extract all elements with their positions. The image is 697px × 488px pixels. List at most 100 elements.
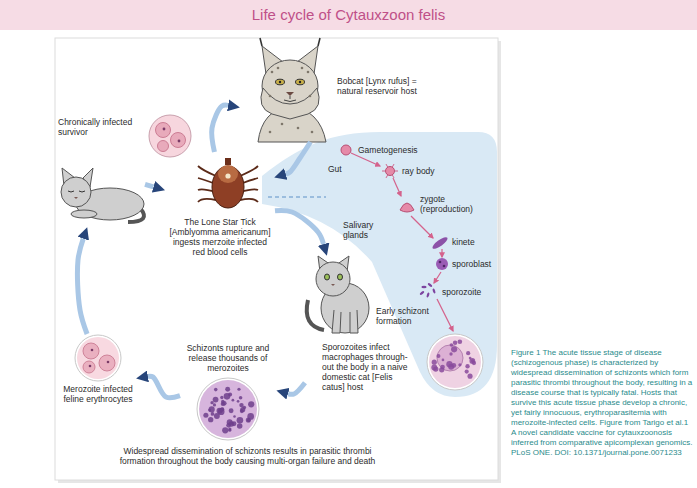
micrograph-ground: [429, 336, 481, 388]
micrograph-ground: [199, 380, 257, 438]
sporozoite-cell: [426, 292, 430, 298]
bobcat-nose: [286, 92, 294, 96]
tick-body: [212, 166, 244, 208]
ray: [386, 175, 388, 178]
stain-dot: [228, 427, 231, 430]
tick-mouthparts: [225, 158, 231, 165]
stain-dot: [247, 419, 251, 423]
figure-title: Life cycle of Cytauxzoon felis: [0, 6, 697, 24]
stain-dot: [449, 352, 452, 355]
cycle-arrow: [275, 211, 324, 245]
stain-dot: [239, 403, 243, 407]
tick-leg: [198, 166, 216, 176]
ingested-blood-inset: [149, 115, 191, 157]
stage-label: Bobcat [Lynx rufus] = natural reservoir …: [337, 76, 442, 96]
sporozoite-cell: [432, 288, 436, 294]
tick-development-fan: [262, 132, 497, 397]
stage-label: kinete: [452, 237, 475, 247]
stain-dot: [210, 401, 213, 404]
stain-dot: [433, 366, 438, 371]
host-cell: [437, 345, 463, 371]
stain-dot: [469, 357, 472, 360]
cycle-arrow: [286, 142, 311, 174]
stage-arrow: [411, 216, 433, 238]
tick-leg: [240, 199, 258, 202]
gametocyte: [341, 145, 351, 155]
cycle-arrow: [288, 383, 305, 395]
zygote-cell: [400, 203, 414, 212]
cat-nose: [74, 197, 78, 199]
stain-dot: [222, 427, 228, 433]
stain-dot: [451, 346, 457, 352]
stain-dot: [203, 413, 208, 418]
micrograph-rim: [197, 378, 259, 440]
gut-link: [268, 196, 326, 198]
stain-dot: [442, 359, 445, 362]
sporoblast-dot: [439, 261, 442, 264]
ray: [392, 175, 394, 178]
stage-label: Sporozoites infect macrophages through- …: [322, 342, 415, 392]
tick-leg: [198, 199, 216, 202]
ray: [382, 171, 386, 172]
cat-nose: [331, 284, 335, 286]
stain-dot: [248, 401, 254, 407]
stain-dot: [220, 396, 223, 399]
stain-dot: [446, 361, 452, 367]
stage-label: The Lone Star Tick [Amblyomma americanum…: [168, 217, 272, 257]
ray: [392, 164, 394, 167]
cat-eye: [325, 274, 330, 280]
cat-legs: [332, 310, 358, 333]
sporozoite-cell: [419, 291, 425, 296]
naive-cat-drawing: [307, 256, 369, 333]
stain-dot: [237, 400, 240, 403]
bobcat-drawing: [258, 38, 326, 142]
bobcat-spot: [281, 123, 284, 126]
schizont-micrograph: [197, 378, 259, 440]
micrograph-rim: [427, 334, 483, 390]
bobcat-spot: [307, 71, 310, 74]
bobcat-ruff: [261, 88, 319, 119]
sporozoite-cell: [427, 283, 433, 288]
stain-dot: [221, 402, 225, 406]
kinete-cell: [431, 235, 449, 250]
stain-dot: [209, 406, 215, 412]
parasite-dot: [178, 140, 181, 143]
stain-dot: [465, 369, 469, 373]
bobcat-spot: [271, 71, 274, 74]
stage-label: Gametogenesis: [358, 145, 418, 155]
stain-dot: [228, 429, 231, 432]
figure-caption: Figure 1 The acute tissue stage of disea…: [511, 348, 694, 458]
ray-body-cell: [386, 167, 395, 176]
stain-dot: [458, 363, 461, 366]
stain-dot: [229, 408, 234, 413]
bobcat-spot: [269, 131, 272, 134]
stain-dot: [214, 388, 218, 392]
tick-shield: [218, 165, 238, 183]
stain-dot: [232, 399, 235, 402]
bobcat-spot: [311, 131, 314, 134]
red-cell: [99, 355, 115, 371]
red-cell: [156, 123, 171, 138]
title-band: [0, 0, 697, 30]
merozoite-dot: [89, 365, 92, 368]
ray: [395, 171, 399, 172]
bobcat-pupil: [299, 81, 301, 83]
survivor-cat-drawing: [61, 168, 144, 222]
lone-star-spot: [225, 173, 230, 178]
bobcat-spot: [309, 95, 312, 98]
merozoite-micrograph: [75, 335, 121, 381]
schizont-stage: Schizonts rupture and release thousands …: [180, 342, 276, 440]
stage-label: Merozoite infected feline erythrocytes: [61, 384, 135, 404]
red-cell: [158, 141, 169, 152]
stage-label: Gut: [328, 164, 342, 174]
stage-label: Widespread dissemination of schizonts re…: [105, 446, 390, 466]
figure-panel: [55, 38, 498, 480]
stage-arrow: [434, 272, 441, 283]
stain-dot: [439, 367, 444, 372]
stain-dot: [471, 359, 474, 362]
sporogony-stages: [341, 145, 453, 331]
bobcat-eye: [276, 79, 285, 85]
stain-dot: [225, 387, 230, 392]
stain-dot: [453, 340, 458, 345]
bobcat-tuft: [318, 38, 320, 46]
